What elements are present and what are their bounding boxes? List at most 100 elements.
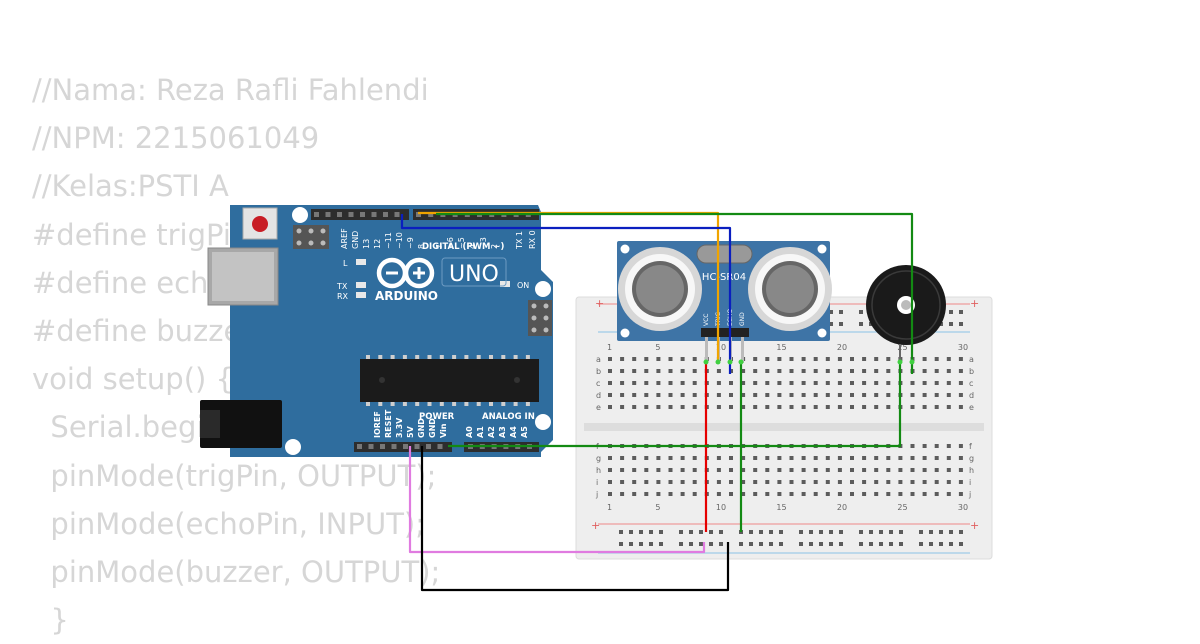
pin-label: A5: [520, 426, 529, 438]
rail-plus-sign: +: [970, 297, 979, 310]
row-label: e: [969, 403, 974, 412]
pin-label: GND: [351, 231, 360, 249]
column-label: 5: [655, 503, 660, 512]
reset-button[interactable]: [242, 207, 278, 240]
column-label: 5: [655, 343, 660, 352]
code-line: //Nama: Reza Rafli Fahlendi: [32, 73, 429, 107]
usb-port-face: [212, 252, 274, 301]
column-label: 30: [958, 343, 968, 352]
led-label-on: ON: [517, 281, 529, 290]
pin-label: ~3: [479, 237, 488, 249]
pin-label: GND: [417, 418, 426, 438]
arduino-uno[interactable]: AREF GND 13 12 ~11 ~10 ~9 8 7 ~6 ~5 4 ~3…: [200, 205, 553, 457]
column-label: 25: [897, 343, 907, 352]
wire-buzzer[interactable]: [436, 212, 914, 374]
led-tx: [356, 282, 366, 288]
row-label: g: [969, 454, 974, 463]
mount-hole: [292, 207, 308, 223]
power-jack: [200, 400, 282, 448]
pin-label: 7: [435, 244, 444, 249]
crystal: [696, 244, 753, 264]
column-label: 20: [837, 343, 847, 352]
column-label: 1: [607, 503, 612, 512]
brand-label: ARDUINO: [375, 289, 438, 303]
chip-notch: [379, 377, 385, 383]
pin-label: 13: [362, 239, 371, 249]
column-label: 10: [716, 343, 726, 352]
row-label: d: [596, 391, 601, 400]
pin-label: A0: [465, 426, 474, 438]
pin-label: TX 1: [515, 231, 524, 250]
code-line: void setup() {: [32, 362, 234, 397]
code-line: pinMode(buzzer, OUTPUT);: [32, 554, 441, 589]
row-label: a: [596, 355, 601, 364]
row-label: h: [596, 466, 601, 475]
mount-hole: [817, 328, 827, 338]
row-label: d: [969, 391, 974, 400]
row-label: c: [596, 379, 600, 388]
column-label: 20: [837, 503, 847, 512]
digital-pin-labels: AREF GND 13 12 ~11 ~10 ~9 8 7 ~6 ~5 4 ~3…: [340, 228, 537, 250]
pin-label: 4: [468, 244, 477, 249]
pin-label: GND: [428, 418, 437, 438]
row-label: c: [969, 379, 973, 388]
mount-hole: [620, 328, 630, 338]
pin-label: IOREF: [373, 411, 382, 438]
led-rx: [356, 292, 366, 298]
analog-label: ANALOG IN: [482, 412, 535, 422]
pin-label-gnd: GND: [739, 312, 746, 326]
code-line: }: [32, 603, 69, 638]
power-jack-front: [200, 410, 220, 438]
power-pin-labels: IOREF RESET 3.3V 5V GND GND Vin: [373, 409, 448, 438]
digital-label: DIGITAL (PWM ~): [422, 242, 504, 252]
row-label: h: [969, 466, 974, 475]
mount-hole: [817, 244, 827, 254]
pin-label: RX 0: [528, 230, 537, 249]
code-line: //Kelas:PSTI A: [32, 169, 229, 204]
column-label: 25: [897, 503, 907, 512]
pin-label: A4: [509, 426, 518, 438]
column-label: 30: [958, 503, 968, 512]
column-label: 15: [776, 343, 786, 352]
row-label: e: [596, 403, 601, 412]
row-label: b: [969, 367, 974, 376]
model-label: UNO: [449, 262, 499, 287]
buzzer-leg: [899, 344, 901, 362]
center-channel: [584, 423, 984, 431]
reset-button-cap: [252, 216, 268, 232]
led-label-l: L: [343, 259, 348, 268]
wire-buzzer-gnd[interactable]: [448, 362, 902, 448]
chip-notch: [514, 377, 520, 383]
row-label: j: [595, 490, 598, 499]
pin-label: RESET: [384, 409, 393, 438]
uno-box: [441, 257, 507, 287]
pin-label: 8: [417, 244, 426, 249]
buzzer-hole-inner: [901, 300, 911, 310]
wire-gnd[interactable]: [420, 446, 730, 592]
pin-label: A1: [476, 426, 485, 438]
wire-pink[interactable]: [408, 446, 706, 554]
pin-label: A2: [487, 426, 496, 438]
mount-hole: [285, 439, 301, 455]
pin-label: 5V: [406, 425, 415, 438]
pin-label: AREF: [340, 228, 349, 249]
sensor-label: HC-SR04: [702, 272, 746, 283]
pin-label: 3.3V: [395, 417, 404, 438]
row-label: a: [969, 355, 974, 364]
arduino-logo-icon: [376, 257, 435, 289]
sensor-pin-header: [701, 328, 749, 337]
mount-hole: [535, 281, 551, 297]
rail-plus-sign: +: [970, 519, 979, 532]
row-label: j: [968, 490, 971, 499]
wire-echo[interactable]: [400, 214, 732, 374]
buzzer[interactable]: [866, 265, 946, 362]
ultrasonic-sensor[interactable]: HC-SR04 VCC TRIG ECHO GND: [617, 241, 832, 363]
pin-label: ~5: [457, 237, 466, 249]
pin-label: ~11: [384, 232, 393, 249]
code-line: //NPM: 2215061049: [32, 121, 320, 156]
transducer-right: [748, 247, 832, 331]
microcontroller-chip: [360, 359, 539, 402]
pin-label: Vin: [439, 423, 448, 438]
icsp-header: [293, 225, 329, 249]
